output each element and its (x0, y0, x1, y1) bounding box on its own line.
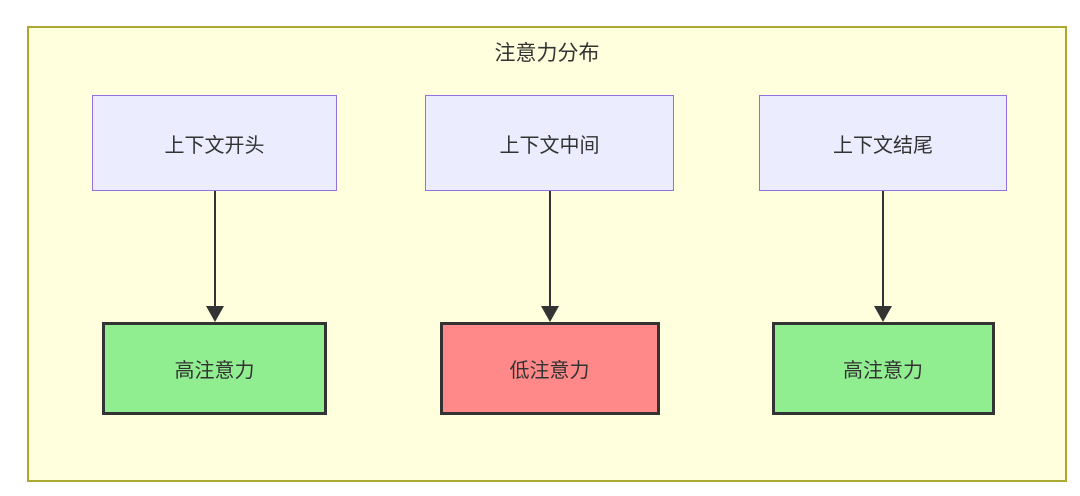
arrow-down-icon (540, 191, 559, 322)
column-context-start: 上下文开头 高注意力 (92, 95, 337, 415)
node-high-attention-start: 高注意力 (102, 322, 327, 415)
node-high-attention-end-label: 高注意力 (843, 360, 923, 382)
node-low-attention-middle: 低注意力 (439, 322, 660, 415)
node-high-attention-end: 高注意力 (771, 322, 995, 415)
node-high-attention-start-label: 高注意力 (174, 360, 255, 382)
node-context-start-label: 上下文开头 (164, 134, 265, 157)
node-context-end: 上下文结尾 (759, 95, 1007, 191)
node-low-attention-middle-label: 低注意力 (509, 360, 590, 382)
attention-distribution-panel: 注意力分布 上下文开头 高注意力 上下文中间 低注意力 上下文结尾 (27, 26, 1067, 482)
node-context-middle-label: 上下文中间 (499, 134, 600, 157)
arrow-down-icon (874, 191, 892, 322)
arrow-line (882, 191, 884, 306)
node-context-end-label: 上下文结尾 (833, 134, 933, 157)
arrow-line (213, 191, 216, 306)
arrow-head-icon (874, 306, 892, 322)
column-context-end: 上下文结尾 高注意力 (759, 95, 1007, 415)
arrow-line (548, 191, 551, 306)
arrow-head-icon (540, 306, 559, 322)
node-context-start: 上下文开头 (92, 95, 337, 191)
diagram-title: 注意力分布 (494, 42, 600, 65)
arrow-head-icon (205, 306, 224, 322)
node-context-middle: 上下文中间 (425, 95, 674, 191)
arrow-down-icon (205, 191, 224, 322)
column-context-middle: 上下文中间 低注意力 (425, 95, 674, 415)
